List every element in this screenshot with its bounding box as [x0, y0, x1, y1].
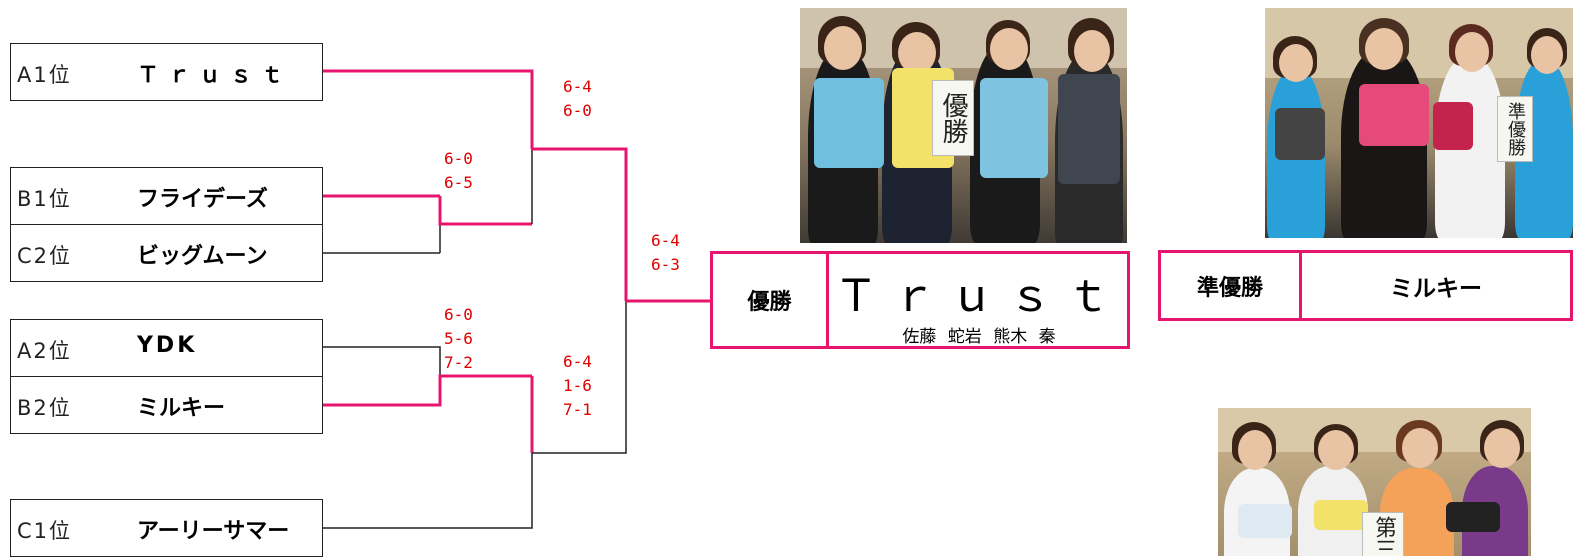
bracket-line-a2	[323, 346, 441, 376]
score-set: 6-0	[444, 149, 473, 168]
third-place-photo: 第三位	[1218, 408, 1531, 556]
score-set: 6-0	[444, 305, 473, 324]
team-rank: B1位	[17, 187, 72, 211]
bracket-line-b2	[323, 374, 532, 407]
score-final: 6-4 6-3	[651, 229, 680, 277]
score-set: 7-1	[563, 400, 592, 419]
team-box-c2: C2位 ビッグムーン	[10, 224, 323, 282]
team-box-c1: C1位 アーリーサマー	[10, 499, 323, 557]
score-set: 6-4	[651, 231, 680, 250]
team-name: ミルキー	[137, 396, 226, 421]
runner-up-team: ミルキー	[1390, 275, 1482, 302]
team-name: アーリーサマー	[137, 519, 290, 544]
team-rank: B2位	[17, 396, 72, 420]
team-name: Ｔｒｕｓｔ	[137, 63, 293, 88]
team-rank: A1位	[17, 63, 72, 87]
bracket-connector-b1c2-win	[438, 196, 532, 226]
team-rank: A2位	[17, 339, 72, 363]
team-box-b1: B1位 フライデーズ	[10, 167, 323, 225]
team-rank: C2位	[17, 244, 73, 268]
winner-photo: 優勝	[800, 8, 1127, 243]
team-rank: C1位	[17, 519, 73, 543]
runner-up-box: 準優勝 ミルキー	[1158, 250, 1573, 321]
team-box-a2: A2位 YDK	[10, 319, 323, 377]
team-box-a1: A1位 Ｔｒｕｓｔ	[10, 43, 323, 101]
score-a1-vs-friday: 6-4 6-0	[563, 75, 592, 123]
team-name: フライデーズ	[137, 187, 268, 212]
runner-up-label: 準優勝	[1161, 253, 1302, 318]
bracket-line-a1	[323, 69, 534, 149]
team-box-b2: B2位 ミルキー	[10, 376, 323, 434]
score-set: 7-2	[444, 353, 473, 372]
team-name: ビッグムーン	[137, 244, 268, 269]
third-place-sign: 第三位	[1362, 512, 1404, 556]
score-set: 1-6	[563, 376, 592, 395]
score-set: 6-4	[563, 77, 592, 96]
team-name: YDK	[137, 333, 198, 358]
score-set: 5-6	[444, 329, 473, 348]
champion-box: 優勝 Ｔｒｕｓｔ 佐藤 蛇岩 熊木 秦	[710, 251, 1130, 349]
score-set: 6-0	[563, 101, 592, 120]
score-a2-vs-b2: 6-0 5-6 7-2	[444, 303, 473, 375]
runner-up-sign: 準優勝	[1497, 96, 1533, 162]
score-set: 6-4	[563, 352, 592, 371]
bracket-semi1-win	[532, 147, 628, 301]
score-milky-vs-c1: 6-4 1-6 7-1	[563, 350, 592, 422]
runner-up-photo: 準優勝	[1265, 8, 1573, 238]
score-set: 6-5	[444, 173, 473, 192]
champion-members: 佐藤 蛇岩 熊木 秦	[902, 327, 1056, 347]
winner-sign: 優勝	[932, 80, 974, 156]
bracket-line-c1	[323, 453, 533, 529]
champion-label: 優勝	[713, 254, 829, 346]
score-b1-vs-c2: 6-0 6-5	[444, 147, 473, 195]
champion-team: Ｔｒｕｓｔ	[834, 271, 1124, 322]
score-set: 6-3	[651, 255, 680, 274]
